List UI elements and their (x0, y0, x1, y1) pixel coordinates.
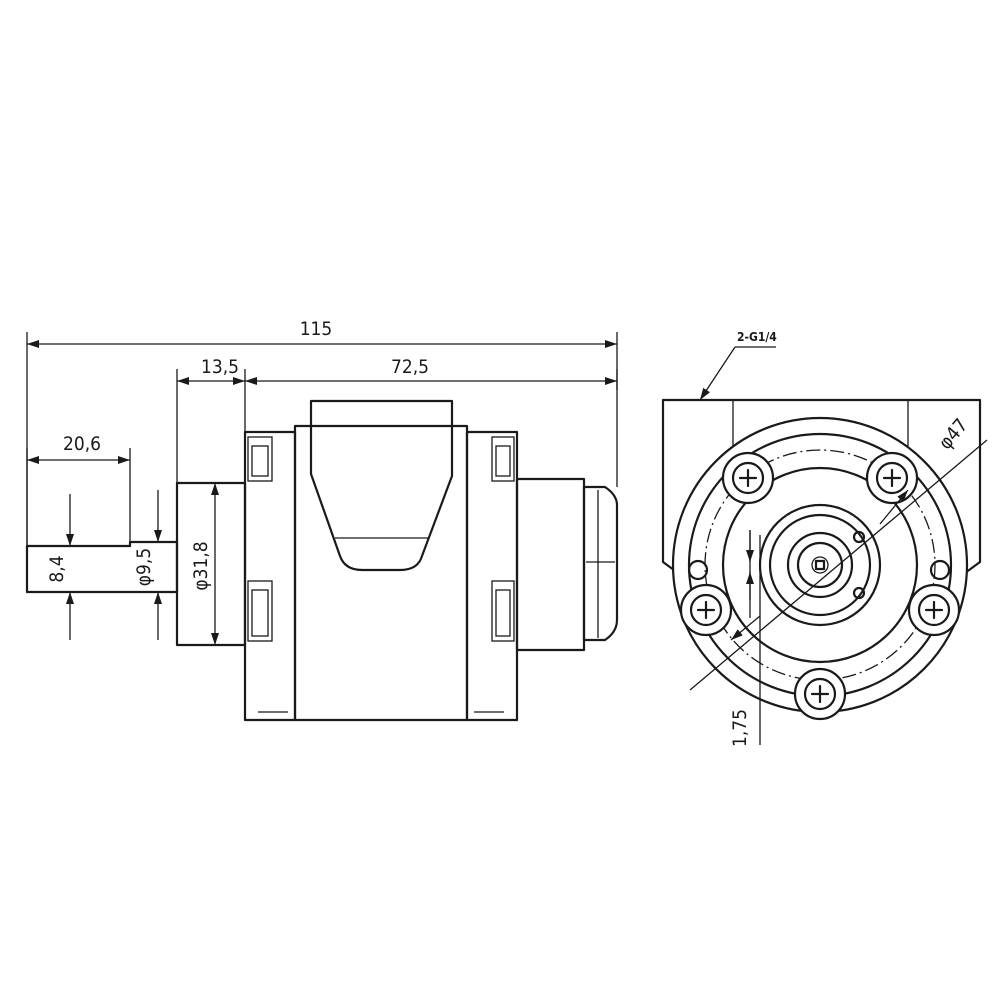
dim-key-height: 8,4 (46, 555, 68, 582)
shaft-end (796, 541, 844, 589)
rear-flange-bore-lower (491, 580, 515, 642)
port-leader (699, 346, 736, 401)
ring-slot-inner (721, 466, 919, 664)
side-view-dimensions: 115 13,5 72,5 20,6 8,4 φ9,5 φ31,8 (26, 318, 618, 645)
dim-shaft-diameter: φ9,5 (133, 548, 155, 586)
dowel-hole-left (687, 559, 709, 581)
rear-flange-bore-upper (491, 436, 515, 482)
side-view (25, 399, 619, 722)
hub-hole-lower (852, 586, 866, 600)
screw-2 (875, 461, 909, 495)
hub-seal (786, 531, 854, 599)
dim-overall-length: 115 (300, 318, 333, 340)
screw-3 (689, 593, 723, 627)
front-view (661, 398, 982, 745)
hub-hole-upper (852, 530, 866, 544)
screw-5 (803, 677, 837, 711)
dim-centre-offset: 1,75 (729, 709, 751, 747)
dim-shaft-length: 20,6 (63, 433, 101, 455)
dim-flange-offset: 13,5 (201, 356, 239, 378)
port-housing (309, 399, 454, 572)
dim-pilot-diameter: φ31,8 (190, 541, 212, 590)
dim-bolt-circle: φ47 (934, 414, 972, 453)
end-nut (582, 485, 619, 642)
rear-cover (515, 477, 586, 652)
front-flange-bore-lower (247, 580, 273, 642)
dowel-hole-right (929, 559, 951, 581)
bolt-circle-leader (689, 439, 988, 691)
screw-1 (731, 461, 765, 495)
screw-4 (917, 593, 951, 627)
port-label: 2-G1/4 (737, 330, 777, 344)
front-flange-bore-upper (247, 436, 273, 482)
hub-pilot (768, 513, 872, 617)
pump-body (293, 424, 469, 722)
dim-body-length: 72,5 (391, 356, 429, 378)
